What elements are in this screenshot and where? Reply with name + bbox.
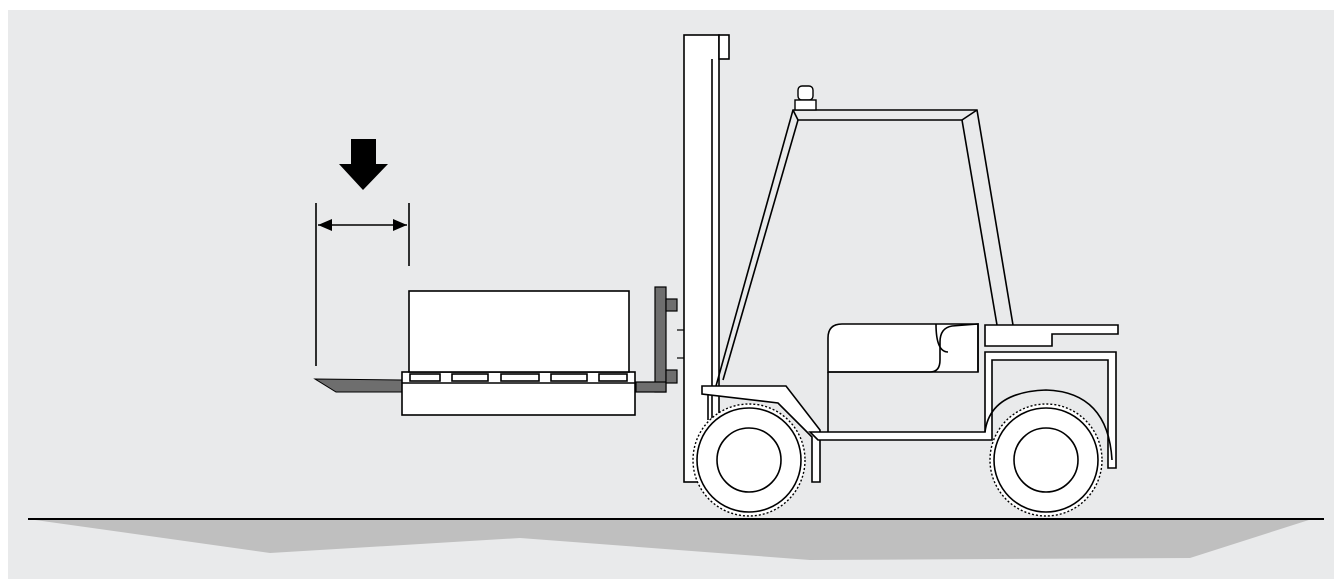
overhead-guard bbox=[715, 109, 1014, 387]
rear-fender bbox=[984, 389, 1113, 461]
diagram-background bbox=[8, 10, 1334, 579]
ground-shadow bbox=[28, 519, 1312, 560]
chassis bbox=[701, 323, 1119, 483]
dimension-arrowhead-left-icon bbox=[318, 219, 332, 231]
load-center-dimension bbox=[315, 203, 410, 366]
beacon-light bbox=[794, 85, 817, 111]
front-wheel bbox=[692, 403, 806, 517]
rear-wheel bbox=[989, 403, 1103, 517]
fork-carriage bbox=[635, 286, 685, 393]
mast bbox=[683, 34, 730, 483]
driver-seat bbox=[828, 323, 979, 373]
pallet bbox=[401, 371, 636, 416]
load-box bbox=[408, 290, 630, 373]
down-arrow-icon bbox=[339, 139, 388, 190]
dimension-arrowhead-right-icon bbox=[393, 219, 407, 231]
